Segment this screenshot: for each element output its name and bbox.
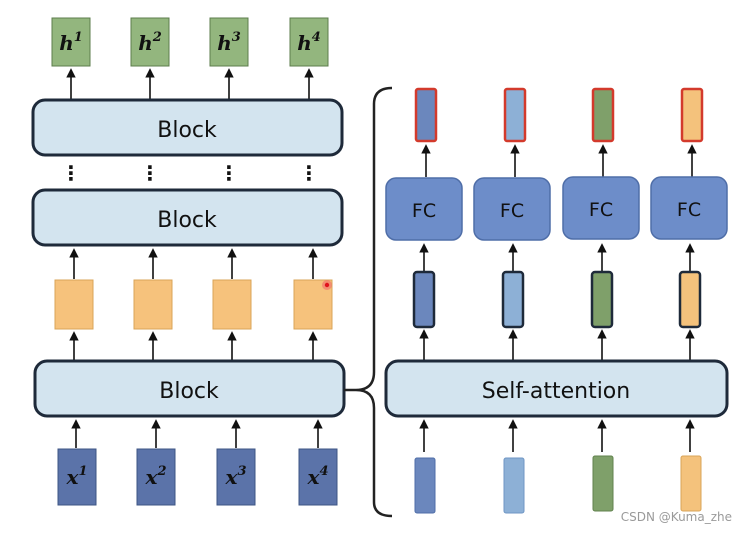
svg-text:FC: FC [677,199,701,221]
svg-text:x2: x2 [145,464,167,489]
block-middle: Block [31,188,344,247]
arrows-vector-to-fc [419,243,695,271]
svg-text:FC: FC [589,199,613,221]
attention-output-vectors [412,270,702,329]
output-h1: h1 [51,17,91,67]
svg-text:h4: h4 [297,30,321,55]
input-x3: x3 [216,448,256,506]
svg-text:Block: Block [159,379,219,404]
svg-text:⋮: ⋮ [140,161,160,185]
watermark: CSDN @Kuma_zhe [620,510,732,524]
svg-text:x1: x1 [66,464,88,489]
self-attention-block: Self-attention [384,359,729,418]
attention-input-vectors [414,455,702,514]
svg-text:FC: FC [412,200,436,222]
svg-text:Self-attention: Self-attention [482,379,630,404]
arrows-hidden-to-block [69,248,318,279]
arrows-attention-to-vector [419,329,695,360]
output-h3: h3 [209,17,249,67]
svg-text:x4: x4 [307,464,329,489]
svg-text:Block: Block [157,208,217,233]
svg-text:h3: h3 [217,30,241,55]
block-top: Block [31,98,344,157]
fc-layer-4: FC [650,176,728,240]
block-bottom: Block [33,359,346,418]
input-x4: x4 [298,448,338,506]
output-h2: h2 [130,17,170,67]
svg-text:h1: h1 [59,30,83,55]
arrows-block-to-output [66,68,314,99]
fc-layer-2: FC [473,177,551,241]
input-x2: x2 [136,448,176,506]
svg-text:⋮: ⋮ [219,161,239,185]
arrows-input-to-block [71,419,323,448]
svg-text:h2: h2 [138,30,162,55]
fc-layer-3: FC [562,176,640,240]
input-x1: x1 [57,448,97,506]
arrows-input-to-attention [419,419,695,452]
svg-text:⋮: ⋮ [299,161,319,185]
svg-text:⋮: ⋮ [61,161,81,185]
svg-text:x3: x3 [225,464,247,489]
ellipsis-dots: ⋮ ⋮ ⋮ ⋮ [61,161,319,185]
fc-output-vectors [414,87,704,143]
pointer-dot [322,280,332,290]
arrows-fc-to-output [421,144,697,177]
svg-text:Block: Block [157,118,217,143]
output-h4: h4 [289,17,329,67]
expansion-brace [344,86,393,518]
fc-layer-1: FC [385,177,463,241]
hidden-vectors [54,279,333,330]
arrows-block-to-hidden [69,331,318,360]
svg-text:FC: FC [500,200,524,222]
